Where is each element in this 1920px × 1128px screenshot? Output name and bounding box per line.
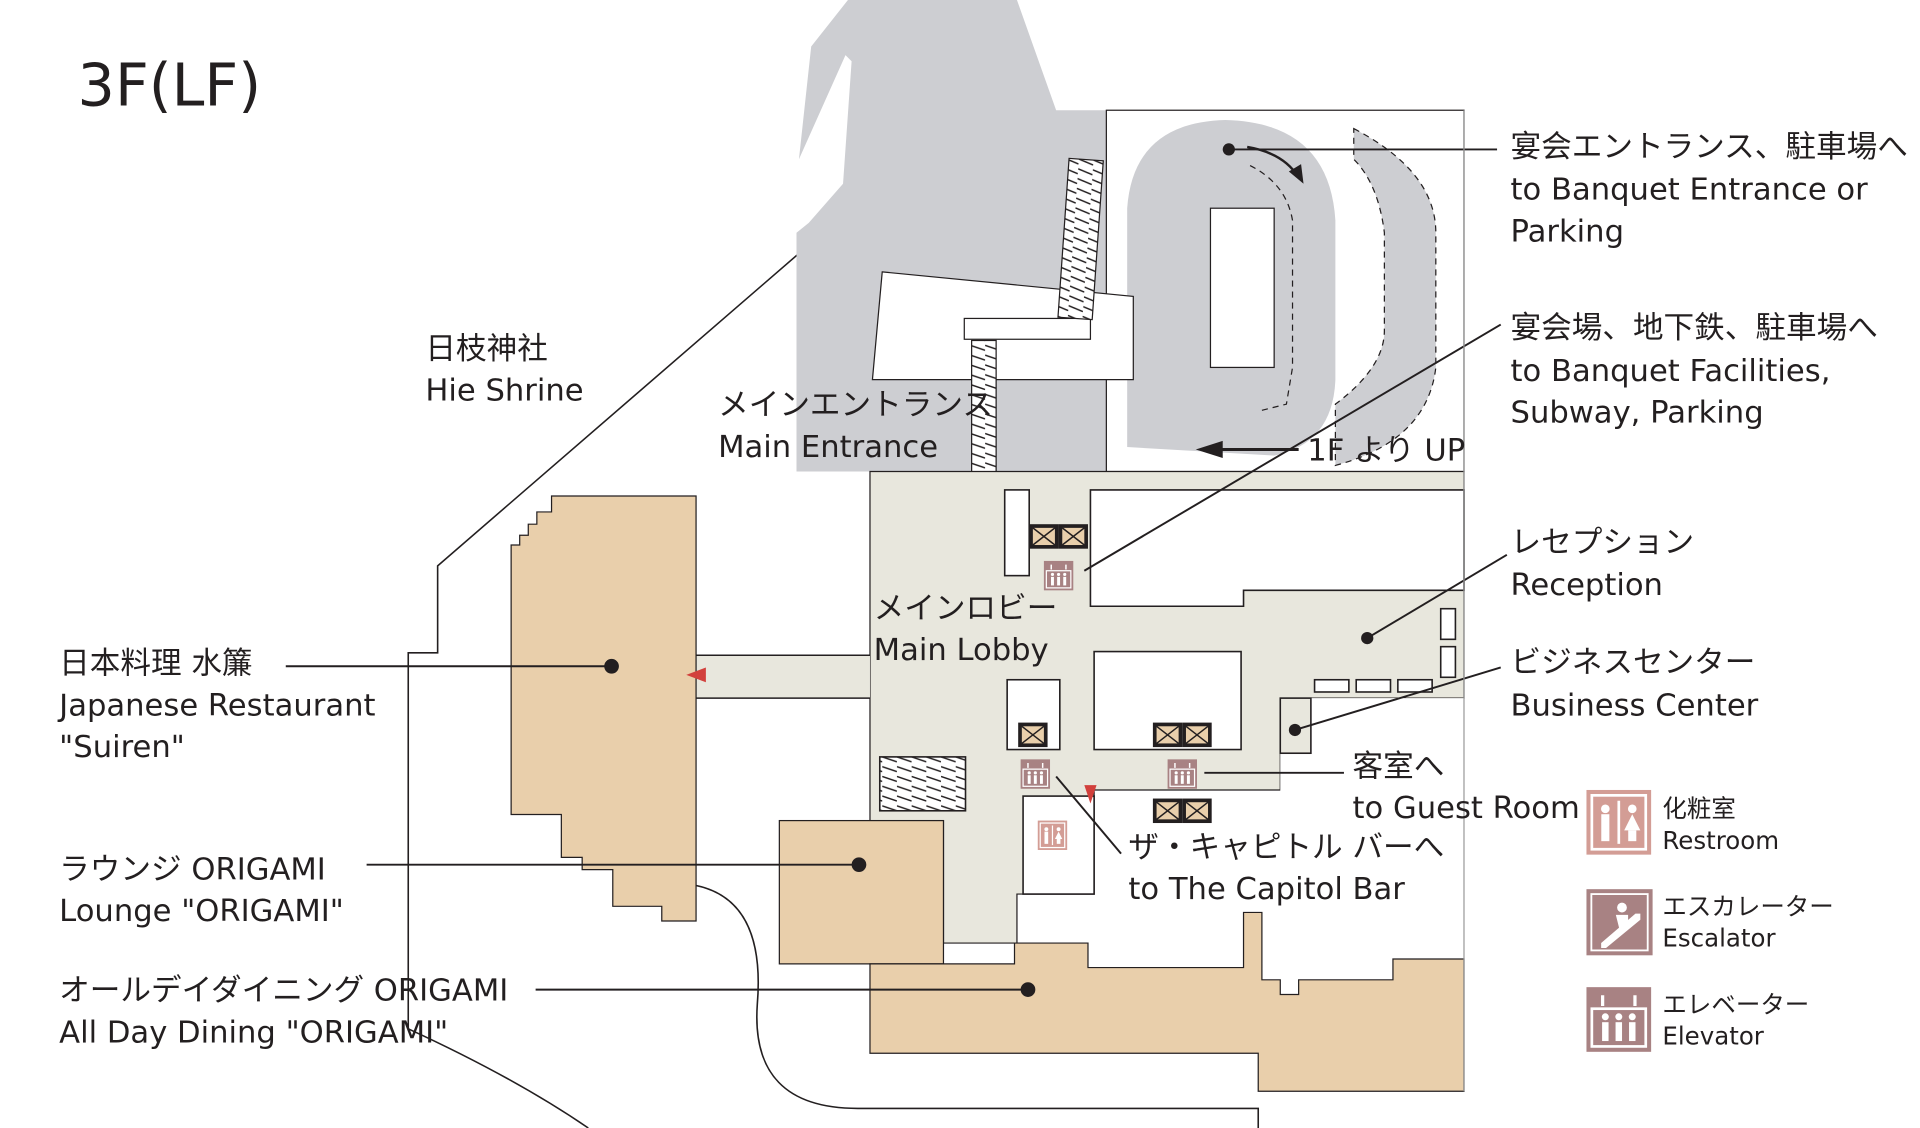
legend-escalator-en: Escalator <box>1662 924 1776 953</box>
legend-elevator-ja: エレベーター <box>1662 990 1809 1019</box>
suiren-restaurant[interactable] <box>510 495 697 922</box>
hie-shrine-label-ja: 日枝神社 <box>425 332 547 367</box>
suiren-label-en2: "Suiren" <box>59 730 185 765</box>
shaft <box>1003 489 1030 577</box>
elevator-car <box>1181 797 1213 824</box>
drive-island <box>1209 207 1275 369</box>
drive-arrow-head <box>1288 164 1304 184</box>
suiren-label-en: Japanese Restaurant <box>57 688 375 723</box>
entrance-step <box>963 317 1092 340</box>
lounge-label-en: Lounge "ORIGAMI" <box>59 894 344 929</box>
dot <box>1288 723 1302 737</box>
desk <box>1313 678 1350 693</box>
counter <box>1439 645 1457 679</box>
suiren-label-ja: 日本料理 水簾 <box>59 647 252 682</box>
elevator-car <box>1152 721 1184 748</box>
escalator <box>878 756 967 812</box>
main-entrance-label-ja: メインエントランス <box>718 388 993 423</box>
legend-escalator-ja: エスカレーター <box>1662 892 1833 921</box>
hie-shrine-label-en: Hie Shrine <box>425 373 583 408</box>
corridor-walls <box>696 654 870 699</box>
main-lobby-label-en: Main Lobby <box>874 633 1049 668</box>
marker-triangle <box>686 667 706 683</box>
elevator-car <box>1017 721 1049 748</box>
all-day-dining-label-en: All Day Dining "ORIGAMI" <box>59 1015 448 1050</box>
main-lobby-label-ja: メインロビー <box>874 592 1058 627</box>
all-day-dining-label-ja: オールデイダイニング ORIGAMI <box>59 974 508 1009</box>
legend-restroom-ja: 化粧室 <box>1662 794 1735 823</box>
back-office <box>1089 489 1465 608</box>
banquet-facilities-label-en2: Subway, Parking <box>1511 396 1764 431</box>
desk <box>1355 678 1392 693</box>
driveway-lane <box>1334 127 1437 467</box>
up-from-1f-label: 1F より UP <box>1307 434 1465 469</box>
entrance-stairs <box>1057 157 1104 321</box>
banquet-facilities-label-en: to Banquet Facilities, <box>1511 354 1831 389</box>
corridor-to-suiren <box>696 655 870 699</box>
leader-capitol-bar <box>1055 775 1122 855</box>
site-outline <box>407 244 810 1128</box>
elevator-icon <box>1019 758 1051 790</box>
guest-room-label-en: to Guest Room <box>1353 791 1580 826</box>
elevator-car <box>1028 523 1060 550</box>
floor-title: 3F(LF) <box>78 50 262 119</box>
banquet-entrance-label-en: to Banquet Entrance or <box>1511 173 1869 208</box>
dot <box>1361 631 1374 645</box>
banquet-facilities-label-ja: 宴会場、地下鉄、駐車場へ <box>1511 311 1878 346</box>
main-entrance-label-en: Main Entrance <box>718 430 938 465</box>
all-day-dining-origami[interactable] <box>869 911 1465 1092</box>
elevator-icon <box>1166 758 1198 790</box>
legend: 化粧室 Restroom エスカレーター Escalator エレベーター El… <box>1584 788 1834 1054</box>
legend-restroom-en: Restroom <box>1662 826 1779 855</box>
restroom-icon <box>1037 819 1068 851</box>
lounge-label-ja: ラウンジ ORIGAMI <box>59 852 326 887</box>
elevator-car <box>1152 797 1184 824</box>
banquet-entrance-label-en2: Parking <box>1511 214 1624 249</box>
counter <box>1439 607 1457 641</box>
leader-business-center <box>1294 666 1502 731</box>
marker-triangle <box>1084 785 1097 804</box>
elevator-car <box>1181 721 1213 748</box>
capitol-bar-label-en: to The Capitol Bar <box>1128 872 1405 907</box>
legend-elevator-en: Elevator <box>1662 1022 1764 1051</box>
lounge-origami[interactable] <box>778 819 945 965</box>
business-center-label-ja: ビジネスセンター <box>1511 645 1756 680</box>
guest-room-label-ja: 客室へ <box>1353 749 1445 784</box>
dot <box>1222 143 1235 156</box>
leader-banquet-facilities <box>1083 323 1502 572</box>
desk <box>1397 678 1433 693</box>
reception-label-ja: レセプション <box>1511 525 1695 560</box>
leader-reception <box>1366 553 1508 639</box>
dot <box>851 857 867 873</box>
capitol-bar-label-ja: ザ・キャピトル バーへ <box>1128 830 1444 865</box>
dot <box>1020 982 1036 997</box>
dot <box>604 658 619 674</box>
elevator-car <box>1057 523 1089 550</box>
elevator-icon <box>1584 985 1653 1054</box>
restroom-icon <box>1585 788 1653 856</box>
reception-label-en: Reception <box>1511 568 1663 603</box>
path-outline <box>695 884 1260 1128</box>
banquet-entrance-label-ja: 宴会エントランス、駐車場へ <box>1511 130 1908 165</box>
escalator-icon <box>1586 889 1653 956</box>
business-center-label-en: Business Center <box>1511 688 1759 723</box>
drive-lane-line <box>1249 164 1294 411</box>
up-arrow-head <box>1195 440 1223 459</box>
elevator-icon <box>1043 560 1075 592</box>
